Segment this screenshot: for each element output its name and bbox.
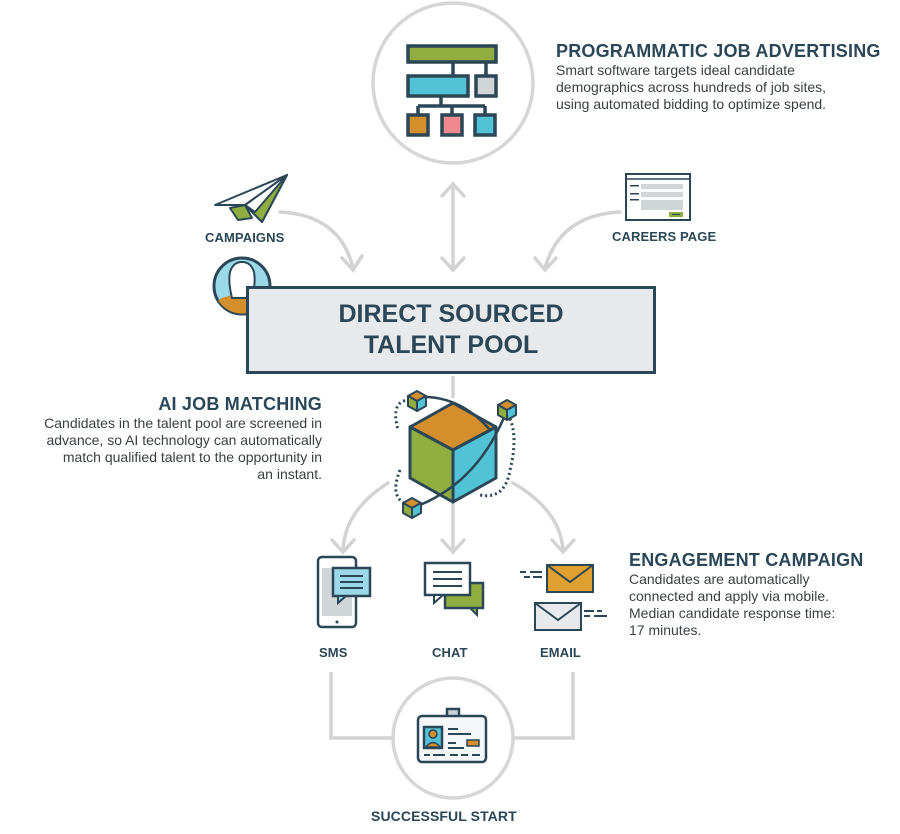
engagement-description: Candidates are automatically connected a… [629,571,863,639]
careers-page-label: CAREERS PAGE [612,229,717,244]
description-line: Median candidate response time: [629,605,836,621]
envelopes-icon [520,564,607,631]
description-line: demographics across hundreds of job site… [556,79,827,95]
successful-start-label: SUCCESSFUL START [371,808,517,824]
bottom-connector [329,672,575,740]
ai-matching-title: AI JOB MATCHING [158,394,322,414]
talent-pool-line1: DIRECT SOURCED [338,300,564,328]
phone-sms-icon [316,555,372,629]
campaigns-arrow [278,210,364,273]
small-cube [407,390,427,412]
talent-pool-line2: TALENT POOL [363,331,539,359]
ai-matching-section: AI JOB MATCHING Candidates in the talent… [44,393,322,483]
paper-plane-icon [214,174,288,223]
programmatic-section: PROGRAMMATIC JOB ADVERTISING Smart softw… [556,40,881,113]
org-chart-icon [406,44,498,137]
description-line: 17 minutes. [629,622,702,638]
programmatic-title: PROGRAMMATIC JOB ADVERTISING [556,41,881,61]
campaigns-label: CAMPAIGNS [205,230,285,245]
engagement-title: ENGAGEMENT CAMPAIGN [629,550,864,570]
engagement-section: ENGAGEMENT CAMPAIGN Candidates are autom… [629,549,863,639]
talent-pool-box: DIRECT SOURCED TALENT POOL [246,286,656,374]
description-line: Smart software targets ideal candidate [556,62,795,78]
description-line: using automated bidding to optimize spen… [556,96,827,112]
small-cube [497,399,517,421]
description-line: Candidates are automatically [629,571,810,587]
description-line: an instant. [257,466,322,482]
careers-page-icon [625,173,691,221]
double-arrow-connector [440,181,466,273]
ai-matching-description: Candidates in the talent pool are screen… [44,415,322,483]
chat-bubbles-icon [423,561,485,618]
description-line: Candidates in the talent pool are screen… [44,415,322,431]
id-badge-icon [416,707,488,764]
channel-label-sms: SMS [319,645,348,660]
careers-arrow [533,210,622,273]
ai-cube-icon [394,390,517,519]
channel-label-chat: CHAT [432,645,468,660]
small-cube [402,497,422,519]
programmatic-description: Smart software targets ideal candidate d… [556,62,881,113]
channel-label-email: EMAIL [540,645,581,660]
description-line: match qualified talent to the opportunit… [62,449,322,465]
channel-arrows [330,481,576,555]
description-line: connected and apply via mobile. [629,588,830,604]
description-line: advance, so AI technology can automatica… [46,432,322,448]
